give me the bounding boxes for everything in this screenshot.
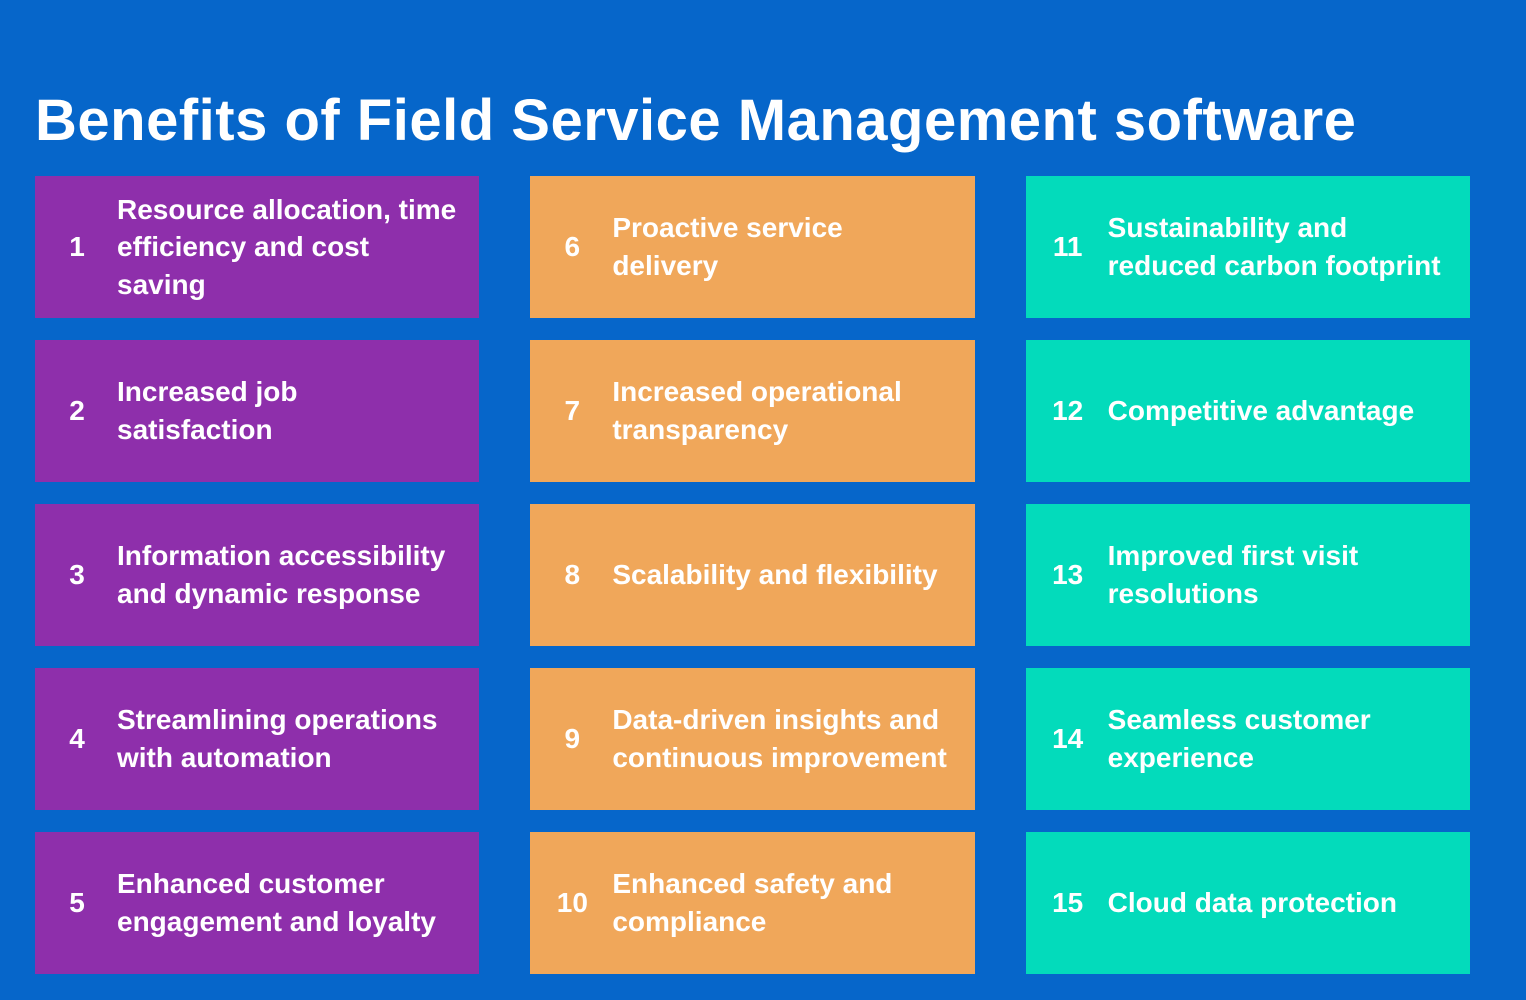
card-label: Streamlining operations with automation: [117, 704, 438, 773]
card-label: Information accessibility and dynamic re…: [117, 540, 446, 609]
card-label: Enhanced safety and compliance: [612, 868, 893, 937]
benefits-grid: 1 Resource allocation, time efficiency a…: [35, 176, 1470, 974]
card-number: 12: [1052, 395, 1084, 426]
card-label: Improved first visit resolutions: [1107, 540, 1359, 609]
benefit-card-6: 6 Proactive service delivery: [530, 176, 975, 318]
card-number: 2: [69, 395, 85, 426]
benefit-card-8: 8 Scalability and flexibility: [530, 504, 975, 646]
card-number: 3: [69, 559, 85, 590]
card-label: Resource allocation, time efficiency and…: [117, 193, 457, 300]
card-label: Increased operational transparency: [612, 376, 902, 445]
benefit-card-13: 13 Improved first visit resolutions: [1025, 504, 1470, 646]
card-label: Enhanced customer engagement and loyalty: [117, 868, 436, 937]
card-label: Proactive service delivery: [612, 212, 843, 281]
card-label: Scalability and flexibility: [612, 559, 938, 591]
card-number: 15: [1052, 887, 1084, 918]
card-number: 4: [69, 723, 85, 754]
card-label: Data-driven insights and continuous impr…: [612, 704, 947, 773]
benefit-card-12: 12 Competitive advantage: [1025, 340, 1470, 482]
card-number: 7: [564, 395, 581, 426]
card-number: 1: [69, 231, 85, 262]
benefit-card-10: 10 Enhanced safety and compliance: [530, 832, 975, 974]
page-title: Benefits of Field Service Management sof…: [35, 88, 1357, 153]
card-number: 13: [1052, 559, 1084, 590]
benefit-card-11: 11 Sustainability and reduced carbon foo…: [1025, 176, 1470, 318]
benefit-card-4: 4 Streamlining operations with automatio…: [35, 668, 480, 810]
card-label: Increased job satisfaction: [117, 376, 298, 445]
card-number: 9: [564, 723, 581, 754]
benefit-card-5: 5 Enhanced customer engagement and loyal…: [35, 832, 480, 974]
card-number: 5: [69, 887, 85, 918]
card-number: 14: [1052, 723, 1084, 754]
benefit-card-2: 2 Increased job satisfaction: [35, 340, 480, 482]
header: Benefits of Field Service Management sof…: [0, 0, 1526, 176]
card-number: 11: [1052, 231, 1083, 262]
benefit-card-7: 7 Increased operational transparency: [530, 340, 975, 482]
benefit-card-3: 3 Information accessibility and dynamic …: [35, 504, 480, 646]
benefit-card-14: 14 Seamless customer experience: [1025, 668, 1470, 810]
card-number: 6: [564, 231, 581, 262]
benefit-card-1: 1 Resource allocation, time efficiency a…: [35, 176, 480, 318]
benefit-card-15: 15 Cloud data protection: [1025, 832, 1470, 974]
card-label: Seamless customer experience: [1107, 704, 1371, 773]
card-number: 8: [564, 559, 581, 590]
benefit-card-9: 9 Data-driven insights and continuous im…: [530, 668, 975, 810]
card-label: Sustainability and reduced carbon footpr…: [1107, 212, 1441, 281]
card-label: Competitive advantage: [1107, 395, 1415, 427]
card-label: Cloud data protection: [1107, 887, 1397, 919]
card-number: 10: [556, 887, 588, 918]
